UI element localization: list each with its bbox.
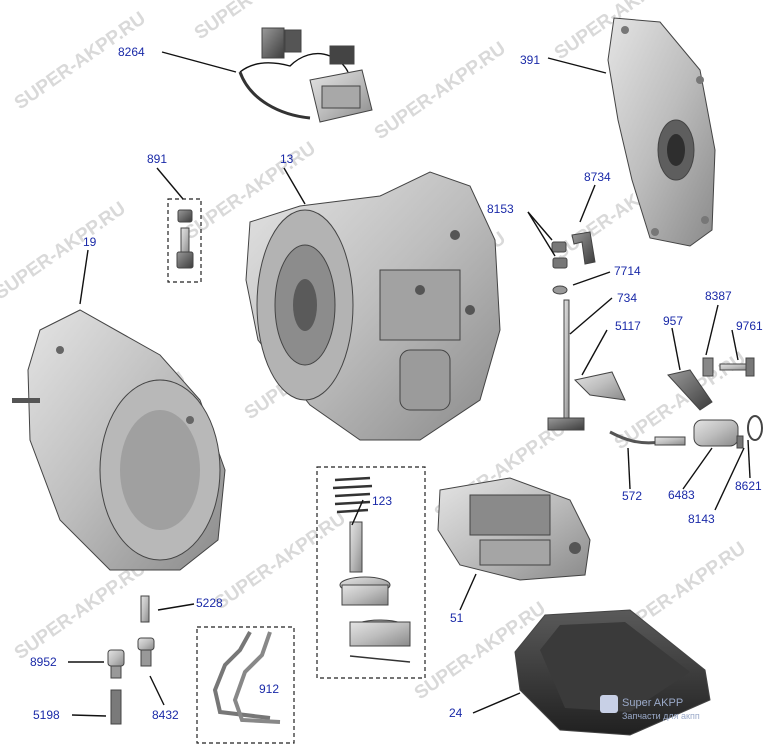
callout-891: 891 [147,152,167,166]
part-19-bell-housing [12,309,226,571]
part-891-group [167,198,202,283]
part-24-oil-pan [514,609,711,736]
logo-mark-icon [600,695,618,713]
part-734-shaft [547,299,585,431]
part-8432-fitting [137,637,155,667]
part-5117-lever [573,371,626,401]
callout-957: 957 [663,314,683,328]
watermark-text: SUPER-AKPP.RU [211,508,350,614]
part-9761-bolt [719,357,755,377]
part-8621-ring [747,415,763,441]
watermark-text: SUPER-AKPP.RU [11,558,150,664]
callout-8264: 8264 [118,45,145,59]
part-572-cable [609,430,686,446]
part-5198-spring [110,689,122,725]
callout-8153: 8153 [487,202,514,216]
part-8264-wiring-harness [238,27,373,123]
part-957-lever [667,369,713,411]
part-13-transmission-case [245,171,501,441]
part-7714-washer [552,285,568,295]
part-8952-fitting [107,649,125,679]
callout-19: 19 [83,235,97,249]
callout-391: 391 [520,53,540,67]
callout-5228: 5228 [196,596,223,610]
part-123-group [316,466,426,679]
part-8387-spring [702,357,714,377]
logo-text: Super AKPP [622,697,683,709]
part-8143-pin [736,435,744,449]
callout-24: 24 [449,706,463,720]
leader-lines [68,51,751,717]
callout-5117: 5117 [615,319,641,333]
callout-8387: 8387 [705,289,732,303]
logo-subtext: Запчасти для акпп [622,711,700,721]
callout-734: 734 [617,291,637,305]
watermark-text: SUPER-AKPP.RU [371,38,510,144]
callout-13: 13 [280,152,294,166]
callout-912: 912 [259,682,279,696]
callout-8621: 8621 [735,479,762,493]
watermark-text: SUPER-AKPP.RU [11,8,150,114]
part-51-valve-body [437,477,591,581]
watermark-text: SUPER-AKPP.RU [191,0,330,44]
brand-logo: Super AKPP Запчасти для акпп [600,695,700,721]
callout-8952: 8952 [30,655,57,669]
part-912-group [196,626,295,744]
part-5228-plug [140,595,150,623]
callout-123: 123 [372,494,392,508]
part-8153-nuts [551,241,568,269]
callout-572: 572 [622,489,642,503]
callout-51: 51 [450,611,464,625]
watermark-text: SUPER-AKPP.RU [0,198,130,304]
part-8734-bracket [571,231,596,265]
callout-8143: 8143 [688,512,715,526]
part-6483-sleeve [693,419,739,447]
part-391-end-cover [607,17,716,247]
callout-8432: 8432 [152,708,179,722]
callout-6483: 6483 [668,488,695,502]
callout-labels: 8264 391 891 13 8734 8153 7714 734 19 95… [30,45,763,722]
callout-8734: 8734 [584,170,611,184]
callout-9761: 9761 [736,319,763,333]
callout-5198: 5198 [33,708,60,722]
callout-7714: 7714 [614,264,641,278]
